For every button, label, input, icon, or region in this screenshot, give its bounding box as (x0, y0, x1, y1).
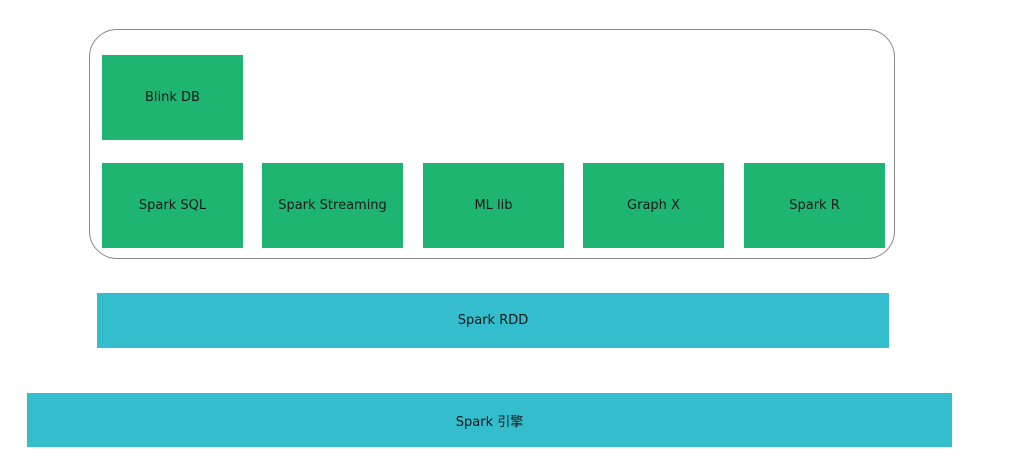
spark-r-label: Spark R (789, 198, 840, 213)
ml-lib-label: ML lib (474, 198, 513, 213)
spark-streaming-box: Spark Streaming (262, 163, 403, 248)
graph-x-box: Graph X (583, 163, 724, 248)
spark-sql-box: Spark SQL (102, 163, 243, 248)
spark-rdd-layer: Spark RDD (97, 293, 889, 348)
spark-streaming-label: Spark Streaming (278, 198, 387, 213)
spark-rdd-label: Spark RDD (457, 313, 529, 328)
blink-db-label: Blink DB (145, 90, 200, 105)
spark-engine-label: Spark 引擎 (455, 414, 524, 430)
spark-r-box: Spark R (744, 163, 885, 248)
blink-db-box: Blink DB (102, 55, 243, 140)
ml-lib-box: ML lib (423, 163, 564, 248)
graph-x-label: Graph X (627, 198, 680, 213)
spark-engine-layer: Spark 引擎 (27, 393, 952, 447)
spark-sql-label: Spark SQL (138, 198, 207, 213)
